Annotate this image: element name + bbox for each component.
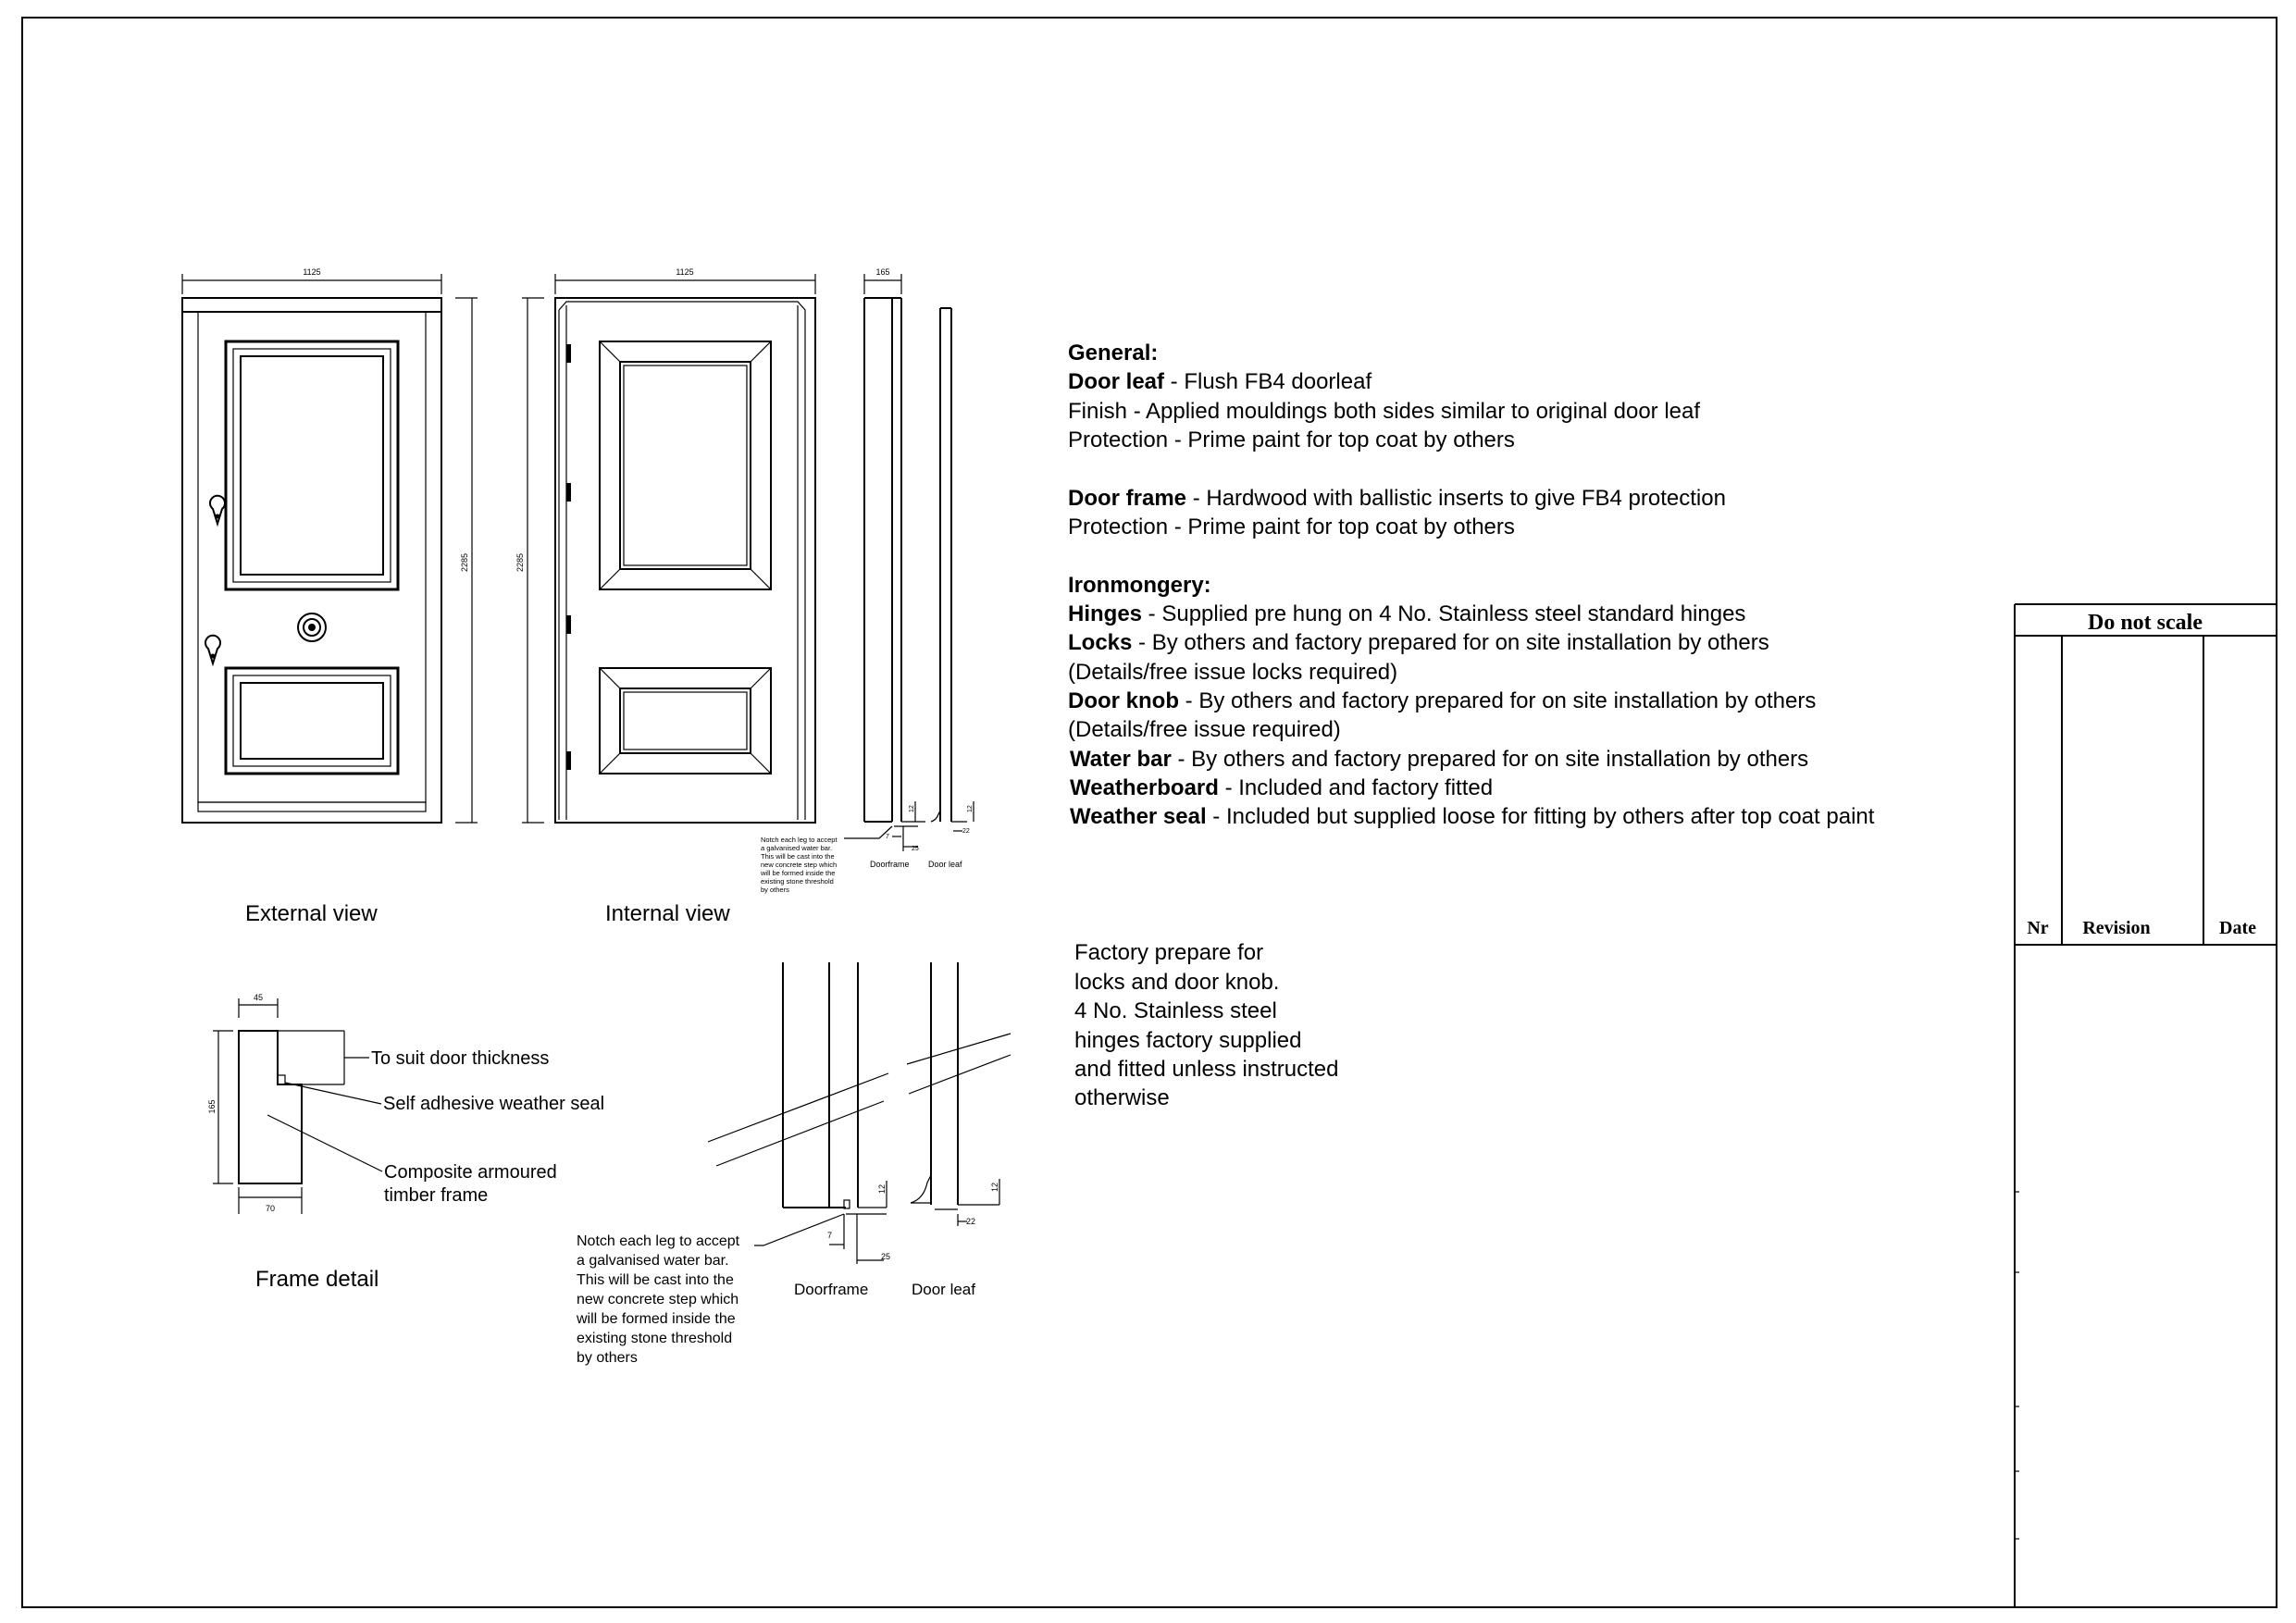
section-small-note: Notch each leg to accept a galvanised wa… [760,836,838,894]
spec-water-bar: Water bar - By others and factory prepar… [1070,747,1808,772]
svg-text:12: 12 [990,1183,999,1192]
frame-detail: 45 165 70 To suit door thickness Self ad… [207,993,604,1214]
lower-lock-icon [205,634,221,667]
hinge-4 [566,751,571,770]
hinge-3 [566,615,571,634]
spec-door-knob: Door knob - By others and factory prepar… [1068,688,1816,713]
svg-text:new concrete step which: new concrete step which [577,1292,738,1307]
revision-table: Do not scale Nr Revision Date [2014,603,2277,1607]
spec-weather-seal: Weather seal - Included but supplied loo… [1070,804,1875,829]
svg-text:by others: by others [761,886,789,894]
svg-text:a galvanised water bar.: a galvanised water bar. [761,844,832,852]
svg-text:existing stone threshold: existing stone threshold [577,1331,732,1346]
section-large-note: Notch each leg to accept a galvanised wa… [576,1233,740,1366]
svg-text:25: 25 [881,1252,890,1261]
spec-hinges: Hinges - Supplied pre hung on 4 No. Stai… [1068,601,1745,626]
external-view: 1125 2285 [181,267,478,824]
svg-text:This will be cast into the: This will be cast into the [761,852,835,861]
callout-frame-2: timber frame [384,1185,488,1206]
frame-bottom-width-dim: 70 [266,1204,275,1213]
spec-locks-note: (Details/free issue locks required) [1068,660,1397,685]
section-large-doorleaf-label: Door leaf [912,1281,975,1298]
svg-text:will be formed inside the: will be formed inside the [576,1311,736,1327]
frame-detail-label: Frame detail [255,1267,379,1292]
callout-door-thickness: To suit door thickness [371,1048,549,1069]
section-large: 12 12 7 25 22 Notch each leg to accept a… [576,962,1011,1366]
section-large-doorframe-label: Doorframe [794,1281,868,1298]
svg-text:existing stone threshold: existing stone threshold [761,877,834,886]
svg-text:otherwise: otherwise [1074,1085,1170,1110]
external-height-dim: 2285 [460,553,469,572]
svg-text:7: 7 [886,834,889,840]
svg-text:a galvanised water bar.: a galvanised water bar. [577,1253,729,1269]
spec-finish: Finish - Applied mouldings both sides si… [1068,399,1700,424]
spec-door-leaf: Door leaf - Flush FB4 doorleaf [1068,369,1371,394]
svg-text:22: 22 [966,1217,975,1226]
section-small-doorframe-label: Doorframe [870,860,910,869]
internal-width-dim: 1125 [676,267,693,277]
svg-text:by others: by others [577,1350,638,1366]
svg-text:and fitted unless instructed: and fitted unless instructed [1074,1057,1339,1082]
section-small: 165 12 12 7 25 22 Notch each leg to acce… [760,267,974,894]
svg-text:4 No. Stainless steel: 4 No. Stainless steel [1074,998,1277,1023]
hinge-2 [566,483,571,502]
svg-text:will be formed inside the: will be formed inside the [760,869,835,877]
callout-frame-1: Composite armoured [384,1162,557,1183]
frame-top-width-dim: 45 [254,993,263,1002]
svg-text:25: 25 [912,846,919,852]
spec-ironmongery-heading: Ironmongery: [1068,573,1211,598]
svg-text:new concrete step which: new concrete step which [761,861,837,869]
revision-table-title: Do not scale [2088,611,2203,635]
svg-text:12: 12 [967,805,974,812]
svg-text:Notch each leg to accept: Notch each leg to accept [577,1233,740,1249]
svg-text:This will be cast into the: This will be cast into the [577,1272,734,1288]
internal-view-label: Internal view [605,901,730,926]
internal-view: 1125 2285 [515,267,816,824]
specification-notes: General: Door leaf - Flush FB4 doorleaf … [1068,341,1875,829]
revision-col-date: Date [2219,918,2256,938]
spec-protection-1: Protection - Prime paint for top coat by… [1068,427,1515,452]
internal-height-dim: 2285 [515,553,525,572]
spec-door-frame: Door frame - Hardwood with ballistic ins… [1068,486,1726,511]
svg-text:hinges factory supplied: hinges factory supplied [1074,1028,1301,1053]
hinge-1 [566,344,571,363]
spec-locks: Locks - By others and factory prepared f… [1068,630,1769,655]
svg-text:12: 12 [909,805,915,812]
external-width-dim: 1125 [303,267,320,277]
factory-note: Factory prepare for locks and door knob.… [1074,940,1339,1110]
svg-text:12: 12 [877,1184,887,1194]
svg-text:22: 22 [962,828,970,835]
door-knob [297,613,327,642]
frame-height-dim: 165 [207,1099,217,1113]
upper-lock-icon [209,494,226,527]
external-view-label: External view [245,901,378,926]
revision-col-revision: Revision [2082,918,2150,938]
sheet-border [21,17,2277,1608]
spec-weatherboard: Weatherboard - Included and factory fitt… [1070,775,1493,800]
spec-protection-2: Protection - Prime paint for top coat by… [1068,514,1515,539]
callout-weather-seal: Self adhesive weather seal [383,1094,604,1114]
spec-door-knob-note: (Details/free issue required) [1068,717,1341,742]
svg-text:Notch each leg to accept: Notch each leg to accept [761,836,838,844]
revision-col-nr: Nr [2027,918,2048,938]
section-width-dim: 165 [875,267,889,277]
svg-text:locks and door knob.: locks and door knob. [1074,970,1279,995]
spec-general-heading: General: [1068,341,1158,365]
section-small-doorleaf-label: Door leaf [928,860,962,869]
svg-text:7: 7 [827,1231,832,1240]
svg-text:Factory prepare for: Factory prepare for [1074,940,1263,965]
